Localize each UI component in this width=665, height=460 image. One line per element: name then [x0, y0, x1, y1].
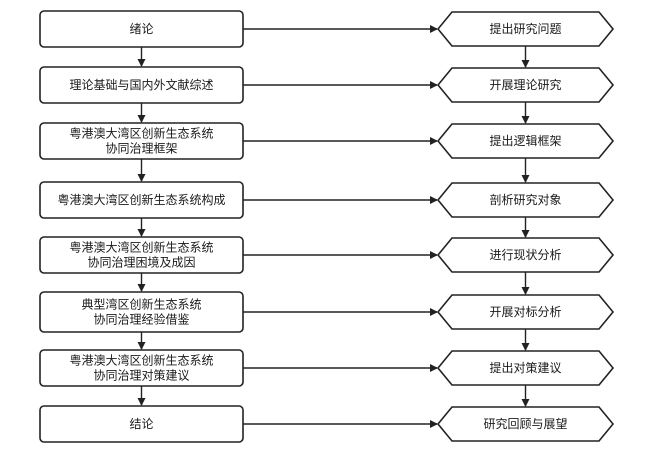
step-to-goal-arrow — [243, 137, 438, 145]
goal-label: 剖析研究对象 — [489, 192, 561, 207]
step-label: 粤港澳大湾区创新生态系统 — [69, 126, 213, 141]
goal-node: 提出逻辑框架 — [436, 123, 615, 159]
nodes: 绪论理论基础与国内外文献综述粤港澳大湾区创新生态系统协同治理框架粤港澳大湾区创新… — [39, 10, 615, 443]
goal-down-arrow — [521, 329, 530, 351]
step-down-arrow — [137, 386, 146, 406]
goal-node: 开展对标分析 — [436, 294, 615, 330]
goal-down-arrow — [521, 272, 530, 295]
step-label: 协同治理框架 — [105, 141, 177, 156]
step-label: 粤港澳大湾区创新生态系统 — [69, 240, 213, 255]
step-label: 理论基础与国内外文献综述 — [69, 77, 213, 92]
step-box: 理论基础与国内外文献综述 — [39, 66, 244, 104]
step-down-arrow — [137, 332, 146, 350]
goal-node: 提出对策建议 — [436, 350, 615, 386]
step-down-arrow — [137, 103, 146, 123]
step-down-arrow — [137, 218, 146, 237]
step-box: 绪论 — [39, 10, 244, 48]
step-to-goal-arrow — [243, 308, 438, 316]
goal-label: 提出逻辑框架 — [489, 133, 561, 148]
step-to-goal-arrow — [243, 251, 438, 259]
step-label: 结论 — [129, 417, 153, 431]
step-down-arrow — [137, 273, 146, 292]
goal-node: 开展理论研究 — [436, 67, 615, 103]
goal-down-arrow — [521, 217, 530, 238]
goal-label: 开展理论研究 — [489, 77, 561, 92]
goal-label: 研究回顾与展望 — [483, 416, 567, 431]
goal-node: 提出研究问题 — [436, 11, 615, 47]
step-to-goal-arrow — [243, 420, 438, 428]
goal-label: 提出研究问题 — [489, 21, 561, 36]
step-label: 粤港澳大湾区创新生态系统构成 — [57, 192, 225, 207]
goal-label: 进行现状分析 — [489, 248, 561, 262]
step-label: 绪论 — [129, 22, 153, 36]
goal-label: 提出对策建议 — [489, 360, 561, 375]
step-to-goal-arrow — [243, 81, 438, 89]
step-label: 协同治理对策建议 — [93, 368, 189, 383]
step-box: 粤港澳大湾区创新生态系统构成 — [39, 181, 244, 219]
goal-down-arrow — [521, 158, 530, 183]
goal-down-arrow — [521, 102, 530, 124]
step-label: 典型湾区创新生态系统 — [81, 297, 201, 312]
step-to-goal-arrow — [243, 25, 438, 33]
step-down-arrow — [137, 47, 146, 67]
goal-node: 剖析研究对象 — [436, 182, 615, 218]
goal-label: 开展对标分析 — [489, 305, 561, 319]
goal-down-arrow — [521, 46, 530, 68]
step-to-goal-arrow — [243, 196, 438, 204]
step-box: 结论 — [39, 405, 244, 443]
connectors — [137, 25, 530, 428]
step-label: 协同治理困境及成因 — [87, 255, 195, 270]
step-down-arrow — [137, 159, 146, 182]
step-label: 粤港澳大湾区创新生态系统 — [69, 353, 213, 368]
step-label: 协同治理经验借鉴 — [93, 312, 189, 327]
step-to-goal-arrow — [243, 364, 438, 372]
goal-down-arrow — [521, 385, 530, 407]
goal-node: 进行现状分析 — [436, 237, 615, 273]
goal-node: 研究回顾与展望 — [436, 406, 615, 442]
